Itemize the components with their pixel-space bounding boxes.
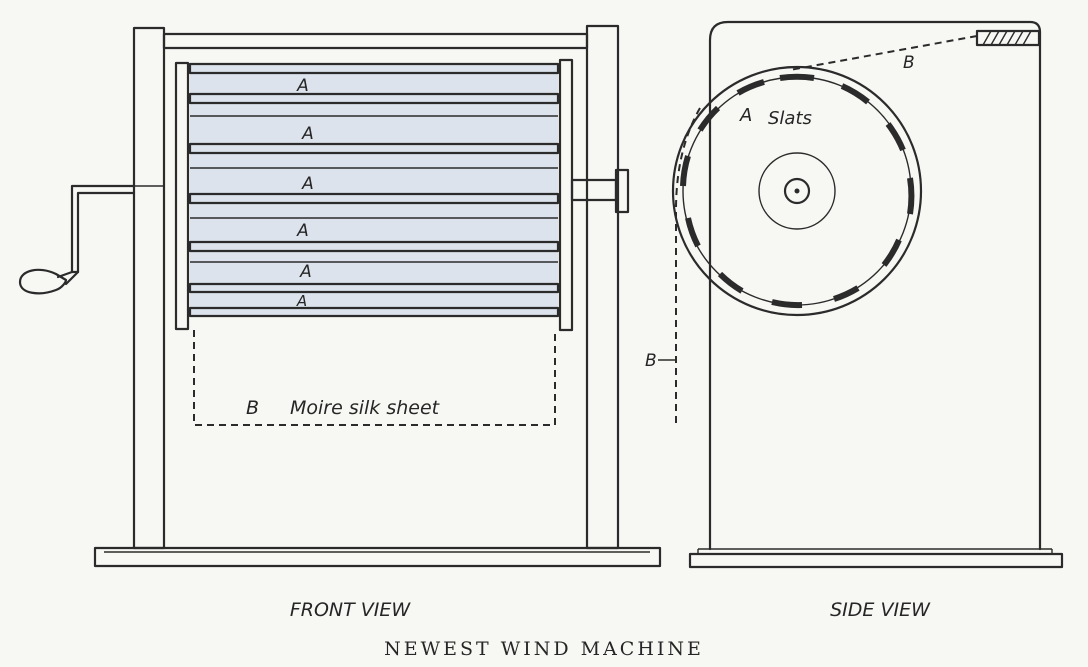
- side-view-label: SIDE VIEW: [830, 599, 931, 621]
- front-view-label: FRONT VIEW: [290, 599, 412, 621]
- side-silk-sheet-top: [789, 35, 978, 71]
- sheet-clamp: [975, 29, 1041, 47]
- side-slats-text: Slats: [768, 108, 812, 129]
- side-view: B A Slats B SIDE VIEW: [645, 20, 1064, 621]
- front-slat: [188, 142, 560, 155]
- front-slat: [188, 306, 560, 318]
- front-slat-label: A: [301, 124, 314, 144]
- front-sheet-letter: B: [246, 397, 259, 419]
- sheet-clamp-hatch: [982, 30, 1032, 46]
- front-slat: [188, 282, 560, 294]
- front-slat: [188, 240, 560, 253]
- front-slat-label: A: [296, 221, 309, 241]
- front-right-upright: [585, 24, 620, 550]
- front-slats: [188, 62, 560, 318]
- front-sheet-text: Moire silk sheet: [290, 397, 441, 419]
- side-drum-outer: [671, 65, 923, 317]
- front-slat: [188, 192, 560, 205]
- front-slat-label: A: [301, 174, 314, 194]
- side-drum-slats: [680, 73, 915, 309]
- front-axle-cap: [614, 168, 630, 214]
- front-slat-label: A: [296, 292, 307, 310]
- front-left-upright: [132, 26, 166, 550]
- side-slats-letter: A: [739, 105, 752, 126]
- front-drum-right-end: [558, 58, 574, 332]
- side-sheet-top-letter: B: [903, 53, 915, 73]
- side-base: [688, 552, 1064, 569]
- front-drum-left-end: [174, 61, 190, 331]
- front-silk-sheet-on-drum: [190, 64, 558, 316]
- side-drum-axle-center: [794, 188, 800, 194]
- front-crank: [18, 184, 164, 295]
- front-base: [93, 546, 662, 568]
- front-view: A A A A A A B Moire silk sheet FRONT VIE…: [18, 24, 662, 621]
- front-axle: [570, 178, 618, 202]
- side-drum-axle: [783, 177, 811, 205]
- side-silk-sheet-drape: [675, 107, 701, 425]
- side-sheet-hanging-letter: B: [645, 351, 657, 371]
- front-slat-label: A: [296, 76, 309, 96]
- figure-caption: NEWEST WIND MACHINE: [384, 638, 704, 660]
- side-panel: [708, 20, 1042, 551]
- front-slat: [188, 62, 560, 75]
- side-drum-hub: [758, 152, 836, 230]
- crank-grip: [18, 268, 68, 295]
- front-top-crossbar: [162, 32, 589, 50]
- front-slat: [188, 92, 560, 105]
- front-slat-label: A: [299, 262, 312, 282]
